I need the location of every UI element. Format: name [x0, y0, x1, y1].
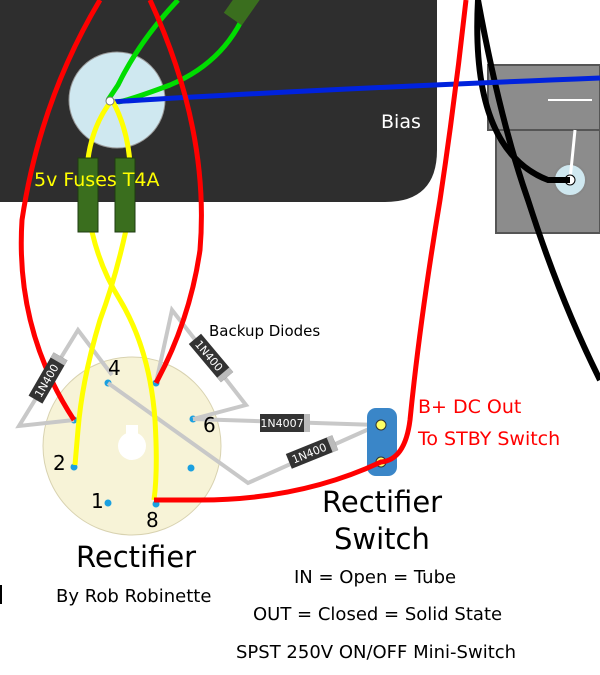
rectifier-title: Rectifier — [76, 540, 197, 574]
pin-label-1: 1 — [91, 489, 104, 513]
red-wires — [18, 0, 469, 503]
pin-label-2: 2 — [53, 451, 66, 475]
diode-label-d3: 1N4007 — [260, 417, 303, 430]
bias-label: Bias — [381, 111, 421, 133]
diode-1n400-top: 1N400 — [188, 333, 234, 383]
bplus-label-line1: B+ DC Out — [418, 396, 521, 418]
pin-label-8: 8 — [146, 508, 159, 532]
rectifier-switch-title-line1: Rectifier — [322, 485, 443, 519]
black-wire-transformer — [474, 0, 570, 183]
diode-1n400-lower: 1N400 — [285, 435, 339, 469]
fuse-left — [77, 157, 99, 233]
backup-diodes-label: Backup Diodes — [209, 322, 320, 340]
socket-key — [118, 425, 146, 460]
blue-bias-wire — [109, 75, 600, 105]
chassis-panel — [0, 0, 437, 202]
black-wire — [475, 0, 600, 382]
diode-1n4007-middle: 1N4007 — [260, 414, 310, 432]
green-wire-fuse — [223, 0, 261, 26]
out-note: OUT = Closed = Solid State — [253, 604, 503, 625]
rectifier-switch-title-line2: Switch — [334, 522, 430, 556]
switch-terminal-top — [375, 419, 387, 431]
in-note: IN = Open = Tube — [294, 567, 457, 588]
fuses-label: 5v Fuses T4A — [34, 169, 160, 191]
fuse-right — [114, 157, 136, 233]
pin-label-4: 4 — [108, 356, 121, 380]
transformer-lug-line — [568, 129, 577, 181]
spst-note: SPST 250V ON/OFF Mini-Switch — [236, 642, 517, 663]
bplus-label-line2: To STBY Switch — [417, 428, 560, 450]
pin-label-6: 6 — [203, 413, 216, 437]
bias-turret-hole — [105, 96, 115, 106]
author-credit: By Rob Robinette — [56, 586, 212, 607]
